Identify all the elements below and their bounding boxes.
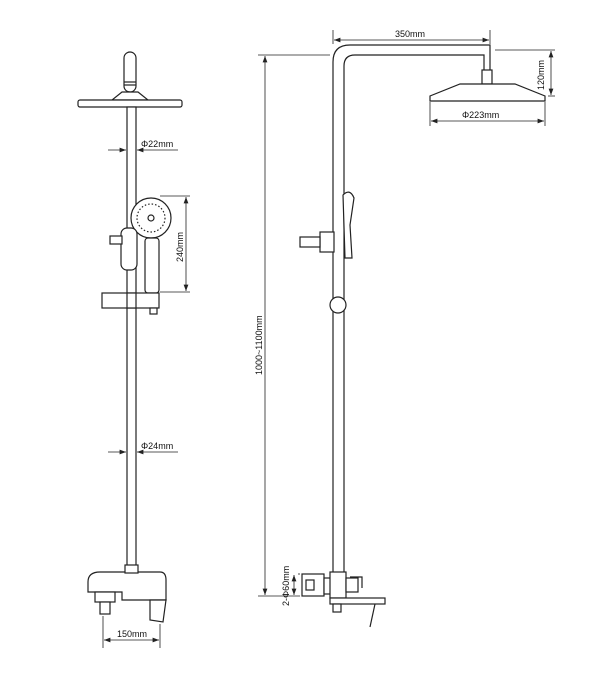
dim-upper-pipe: Φ22mm <box>141 139 173 149</box>
front-view: 150mm Φ22mm Φ24mm 240mm <box>77 51 190 648</box>
diverter-body <box>120 227 138 271</box>
side-view: 350mm 120mm Φ223mm 1000~1100mm 2-Φ60mm <box>254 29 555 628</box>
dim-lower-pipe: Φ24mm <box>141 441 173 451</box>
side-mixer-body <box>329 571 347 599</box>
shower-pipe <box>126 106 137 576</box>
dim-handheld-length: 240mm <box>175 232 185 262</box>
side-shower-head <box>429 83 546 102</box>
dim-arm-length: 350mm <box>395 29 425 39</box>
shower-head-neck <box>110 91 150 101</box>
handheld-handle <box>144 237 160 294</box>
left-inlet <box>94 591 116 603</box>
diverter-knob <box>109 235 123 245</box>
shower-head-knob <box>123 51 137 93</box>
side-spout <box>329 597 386 605</box>
dim-total-height: 1000~1100mm <box>254 315 264 375</box>
dim-head-diameter: Φ223mm <box>462 110 499 120</box>
side-handheld <box>342 191 355 259</box>
dim-head-drop: 120mm <box>536 60 546 90</box>
side-slider <box>329 296 347 314</box>
dim-inlet-spacing: 150mm <box>117 629 147 639</box>
shower-arm-outer <box>332 44 491 580</box>
dim-inlet-diameter: 2-Φ60mm <box>281 566 291 606</box>
side-diverter-knob <box>299 236 321 248</box>
mixer-body <box>87 571 167 601</box>
shower-head-disk <box>77 99 183 108</box>
mixer-lever <box>149 599 167 623</box>
side-diverter <box>319 231 335 253</box>
